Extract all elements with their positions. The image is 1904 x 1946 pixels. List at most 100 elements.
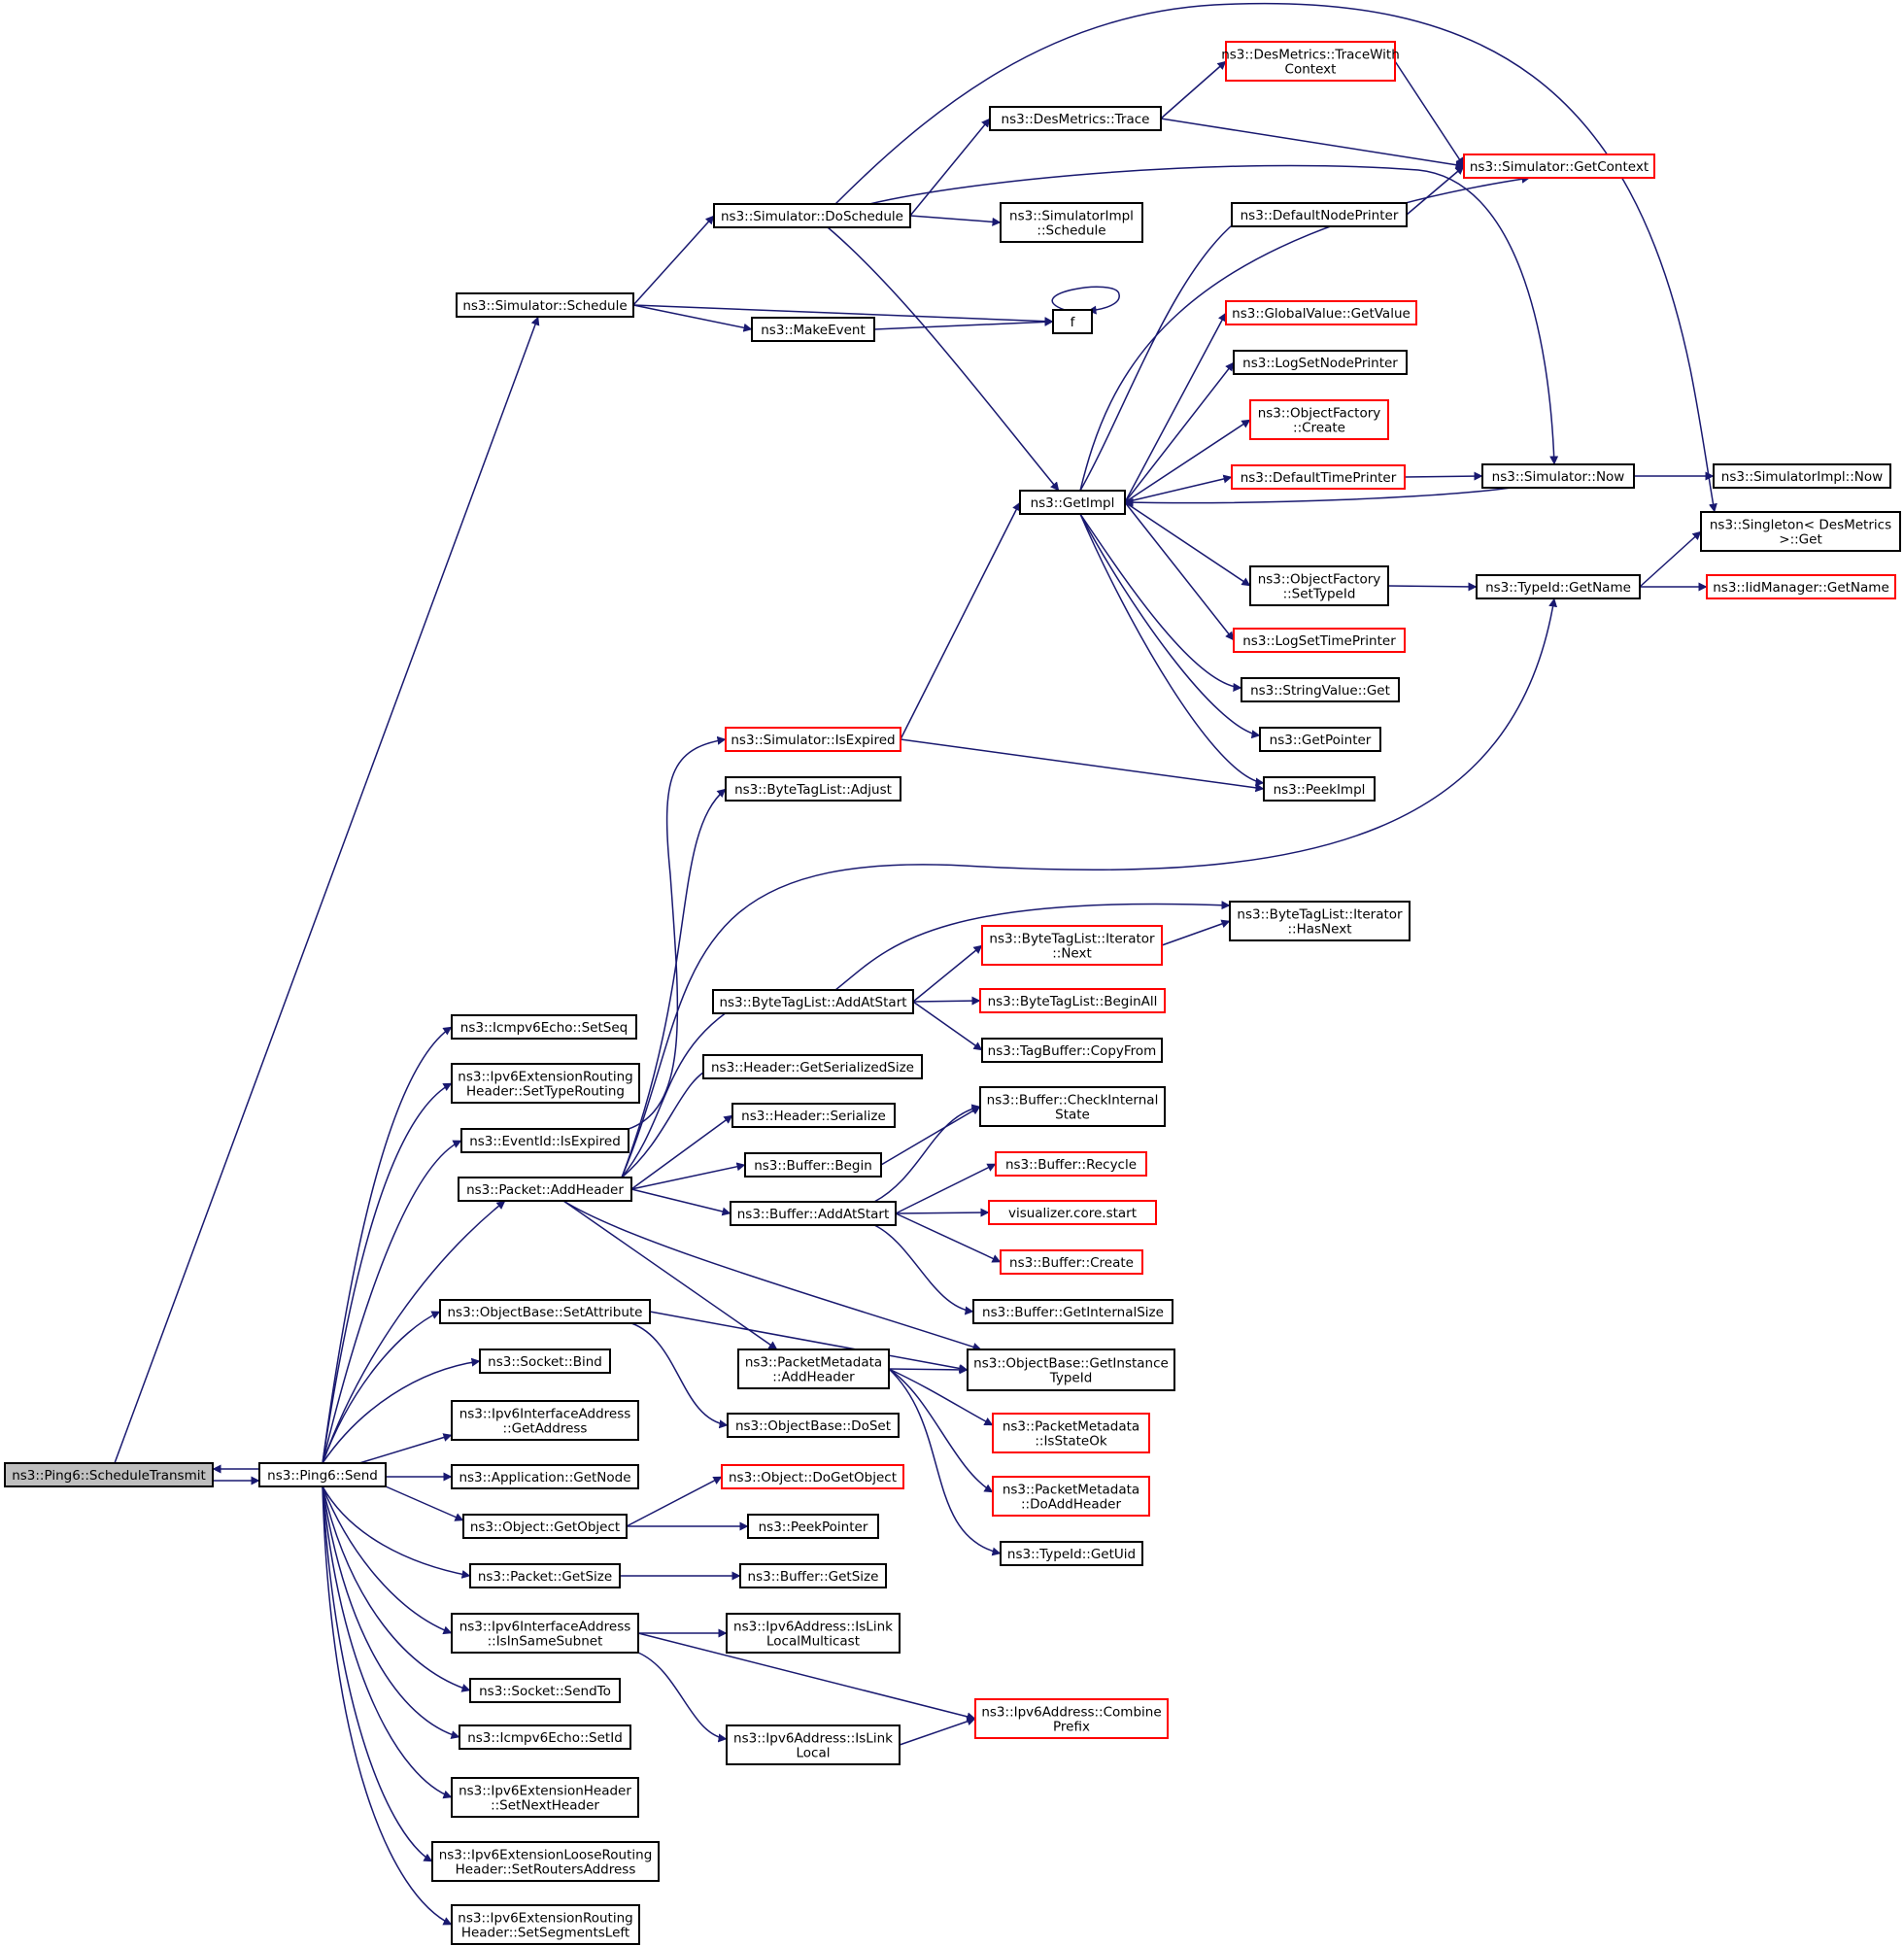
node-box[interactable]	[1000, 1541, 1143, 1566]
node-schedule-transmit[interactable]: ns3::Ping6::ScheduleTransmit	[4, 1462, 214, 1487]
node-peek-impl[interactable]: ns3::PeekImpl	[1263, 776, 1376, 802]
node-set-routers-address[interactable]: ns3::Ipv6ExtensionLooseRoutingHeader::Se…	[431, 1841, 660, 1882]
node-log-set-time-printer[interactable]: ns3::LogSetTimePrinter	[1233, 628, 1406, 653]
node-box[interactable]	[747, 1514, 879, 1539]
node-set-seq[interactable]: ns3::Icmpv6Echo::SetSeq	[451, 1014, 637, 1040]
node-tag-buf-copy-from[interactable]: ns3::TagBuffer::CopyFrom	[981, 1038, 1163, 1063]
node-box[interactable]	[972, 1299, 1173, 1324]
node-box[interactable]	[744, 1152, 882, 1178]
node-box[interactable]	[726, 1724, 901, 1765]
node-box[interactable]	[1463, 154, 1655, 179]
node-box[interactable]	[1233, 350, 1408, 375]
node-impl-now[interactable]: ns3::SimulatorImpl::Now	[1713, 463, 1891, 489]
node-default-node-printer[interactable]: ns3::DefaultNodePrinter	[1231, 202, 1408, 227]
node-do-schedule[interactable]: ns3::Simulator::DoSchedule	[713, 203, 911, 228]
node-box[interactable]	[979, 988, 1166, 1013]
node-box[interactable]	[1225, 300, 1417, 325]
node-box[interactable]	[431, 1841, 660, 1882]
node-box[interactable]	[469, 1678, 621, 1703]
node-type-id-get-name[interactable]: ns3::TypeId::GetName	[1476, 574, 1641, 599]
node-socket-send-to[interactable]: ns3::Socket::SendTo	[469, 1678, 621, 1703]
node-box[interactable]	[1476, 574, 1641, 599]
node-impl-schedule[interactable]: ns3::SimulatorImpl::Schedule	[1000, 202, 1143, 243]
node-box[interactable]	[469, 1563, 621, 1588]
node-box[interactable]	[725, 776, 901, 802]
node-box[interactable]	[1000, 202, 1143, 243]
node-global-get-value[interactable]: ns3::GlobalValue::GetValue	[1225, 300, 1417, 325]
node-box[interactable]	[713, 203, 911, 228]
node-sim-is-expired[interactable]: ns3::Simulator::IsExpired	[725, 727, 901, 752]
node-set-type-routing[interactable]: ns3::Ipv6ExtensionRoutingHeader::SetType…	[451, 1063, 640, 1104]
node-pmadd-header[interactable]: ns3::PacketMetadata::AddHeader	[737, 1349, 890, 1389]
node-box[interactable]	[1233, 628, 1406, 653]
node-box[interactable]	[451, 1400, 639, 1441]
node-box[interactable]	[1249, 399, 1389, 440]
node-box[interactable]	[1019, 490, 1126, 515]
node-pmdo-add-header[interactable]: ns3::PacketMetadata::DoAddHeader	[992, 1476, 1150, 1517]
node-box[interactable]	[459, 1724, 631, 1750]
node-event-is-expired[interactable]: ns3::EventId::IsExpired	[460, 1128, 629, 1153]
node-box[interactable]	[1700, 511, 1901, 552]
node-obj-get-object[interactable]: ns3::Object::GetObject	[462, 1514, 628, 1539]
node-box[interactable]	[1706, 574, 1896, 599]
node-box[interactable]	[739, 1563, 887, 1588]
node-box[interactable]	[730, 1201, 897, 1226]
node-box[interactable]	[1713, 463, 1891, 489]
node-box[interactable]	[702, 1054, 923, 1079]
node-peek-pointer[interactable]: ns3::PeekPointer	[747, 1514, 879, 1539]
node-btliter-has-next[interactable]: ns3::ByteTagList::Iterator::HasNext	[1229, 901, 1411, 941]
node-box[interactable]	[712, 989, 914, 1014]
node-box[interactable]	[451, 1613, 639, 1654]
node-set-next-header[interactable]: ns3::Ipv6ExtensionHeader::SetNextHeader	[451, 1777, 639, 1818]
node-socket-bind[interactable]: ns3::Socket::Bind	[479, 1349, 611, 1374]
node-box[interactable]	[751, 317, 875, 342]
node-btladd-at-start[interactable]: ns3::ByteTagList::AddAtStart	[712, 989, 914, 1014]
node-pmis-state-ok[interactable]: ns3::PacketMetadata::IsStateOk	[992, 1413, 1150, 1453]
node-box[interactable]	[721, 1464, 904, 1489]
node-pkt-add-header[interactable]: ns3::Packet::AddHeader	[458, 1177, 632, 1202]
node-log-set-node-printer[interactable]: ns3::LogSetNodePrinter	[1233, 350, 1408, 375]
node-box[interactable]	[439, 1299, 651, 1324]
node-box[interactable]	[456, 292, 634, 318]
node-box[interactable]	[1263, 776, 1376, 802]
node-box[interactable]	[1241, 677, 1400, 702]
node-box[interactable]	[451, 1063, 640, 1104]
node-box[interactable]	[1229, 901, 1411, 941]
node-box[interactable]	[458, 1177, 632, 1202]
node-box[interactable]	[981, 925, 1163, 966]
node-type-id-get-uid[interactable]: ns3::TypeId::GetUid	[1000, 1541, 1143, 1566]
node-buf-add-at-start[interactable]: ns3::Buffer::AddAtStart	[730, 1201, 897, 1226]
node-viz-start[interactable]: visualizer.core.start	[988, 1200, 1157, 1225]
node-sim-now[interactable]: ns3::Simulator::Now	[1481, 463, 1635, 489]
node-box[interactable]	[451, 1904, 640, 1945]
node-buf-get-size[interactable]: ns3::Buffer::GetSize	[739, 1563, 887, 1588]
node-box[interactable]	[737, 1349, 890, 1389]
node-buf-create[interactable]: ns3::Buffer::Create	[1000, 1249, 1143, 1275]
node-box[interactable]	[1259, 727, 1381, 752]
node-f[interactable]: f	[1052, 309, 1093, 334]
node-box[interactable]	[479, 1349, 611, 1374]
node-box[interactable]	[460, 1128, 629, 1153]
node-box[interactable]	[1231, 202, 1408, 227]
node-box[interactable]	[988, 1200, 1157, 1225]
node-box[interactable]	[731, 1103, 896, 1128]
node-hdr-serialize[interactable]: ns3::Header::Serialize	[731, 1103, 896, 1128]
node-is-in-same-subnet[interactable]: ns3::Ipv6InterfaceAddress::IsInSameSubne…	[451, 1613, 639, 1654]
node-box[interactable]	[979, 1086, 1166, 1127]
node-box[interactable]	[727, 1413, 900, 1438]
node-sim-schedule[interactable]: ns3::Simulator::Schedule	[456, 292, 634, 318]
node-hdr-get-ser-size[interactable]: ns3::Header::GetSerializedSize	[702, 1054, 923, 1079]
node-set-type-id[interactable]: ns3::ObjectFactory::SetTypeId	[1249, 565, 1389, 606]
node-box[interactable]	[725, 727, 901, 752]
node-box[interactable]	[4, 1462, 214, 1487]
node-obset-attribute[interactable]: ns3::ObjectBase::SetAttribute	[439, 1299, 651, 1324]
node-obj-do-get-object[interactable]: ns3::Object::DoGetObject	[721, 1464, 904, 1489]
node-box[interactable]	[1052, 309, 1093, 334]
node-singleton-get[interactable]: ns3::Singleton< DesMetrics>::Get	[1700, 511, 1901, 552]
node-btliter-next[interactable]: ns3::ByteTagList::Iterator::Next	[981, 925, 1163, 966]
